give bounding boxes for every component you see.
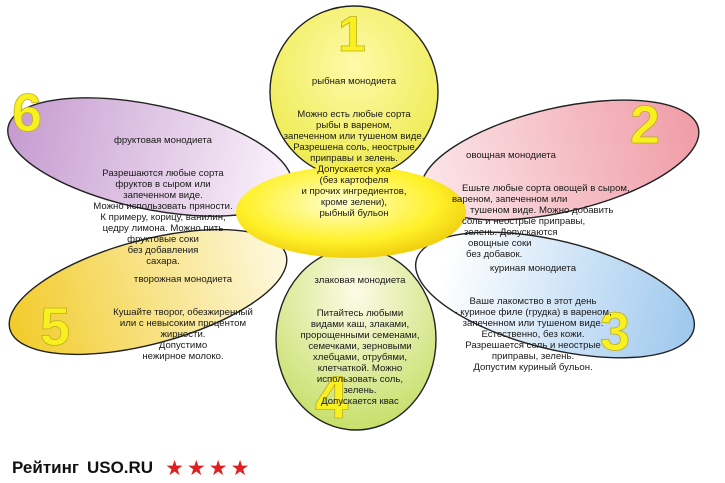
petal-line: фруктовые соки xyxy=(127,234,199,245)
site-name: USO.RU xyxy=(86,458,154,477)
star-icon: ★ xyxy=(230,456,250,480)
petal-line: приправы, зелень. xyxy=(491,351,575,362)
petal-title-3: куриная монодиета xyxy=(489,263,577,274)
petal-line: или с невысоким процентом xyxy=(119,318,247,329)
petal-3 xyxy=(414,231,696,359)
petal-line: К примеру, корицу, ванилин, xyxy=(100,212,226,223)
petal-title-6: фруктовая монодиета xyxy=(114,135,212,146)
petal-line: без добавок. xyxy=(466,249,523,260)
petal-title-1: рыбная монодиета xyxy=(311,76,397,87)
petal-number-3: 3 xyxy=(600,302,630,362)
petal-line: тушеном виде. Можно добавить xyxy=(470,205,614,216)
petal-line: соль и неострые приправы, xyxy=(462,216,586,227)
petal-line: фруктов в сыром или xyxy=(115,179,211,190)
petal-line: хлебцами, отрубями, xyxy=(313,352,407,363)
star-icon: ★ xyxy=(165,456,184,480)
rating-stars: ★ ★ ★ ★ xyxy=(165,458,249,479)
petal-text-6: фруктовая монодиета Разрешаются любые со… xyxy=(58,113,268,289)
petal-line: Допускается уха xyxy=(317,164,391,175)
petal-line: Можно есть любые сорта xyxy=(297,109,411,120)
petal-line: клетчаткой. Можно xyxy=(317,363,403,374)
petal-line: без добавления xyxy=(127,245,199,256)
star-icon: ★ xyxy=(208,456,228,480)
petal-text-3: куриная монодиета Ваше лакомство в этот … xyxy=(418,241,648,395)
petal-line: жирности. xyxy=(160,329,206,340)
petal-line: запеченном виде. xyxy=(123,190,203,201)
petal-line: и прочих ингредиентов, xyxy=(301,186,407,197)
petal-line: семечками, зерновыми xyxy=(308,341,412,352)
petal-line: Ешьте любые сорта овощей в сыром, xyxy=(462,183,630,194)
flower-center xyxy=(236,166,466,258)
petal-lines-3: Ваше лакомство в этот день- куриное филе… xyxy=(418,296,648,373)
petal-line: Кушайте творог, обезжиренный xyxy=(113,307,253,318)
petal-title-4: злаковая монодиета xyxy=(314,275,406,286)
petal-line: Можно использовать пряности. xyxy=(93,201,233,212)
petal-line: использовать соль, xyxy=(316,374,404,385)
petal-number-2: 2 xyxy=(630,95,660,155)
petal-line: зелень. xyxy=(343,385,377,396)
petal-line: Допустим куриный бульон. xyxy=(473,362,593,373)
petal-lines-2: Ешьте любые сорта овощей в сыром,вареном… xyxy=(440,183,660,260)
petal-line: рыбный бульон xyxy=(319,208,389,219)
petal-5 xyxy=(8,228,288,356)
petal-line: зелень. Допускаются xyxy=(464,227,558,238)
petal-line: вареном, запеченном или xyxy=(452,194,568,205)
rating-footer: Рейтинг USO.RU ★ ★ ★ ★ xyxy=(12,456,249,480)
petal-line: (без картофеля xyxy=(319,175,389,186)
star-icon: ★ xyxy=(186,456,206,480)
petal-line: кроме зелени), xyxy=(320,197,388,208)
petal-line: овощные соки xyxy=(468,238,532,249)
petal-line: приправы и зелень. xyxy=(310,153,398,164)
petal-line: Разрешается соль и неострые xyxy=(465,340,601,351)
rating-label: Рейтинг xyxy=(12,458,79,477)
petal-line: запеченном или тушеном виде. xyxy=(283,131,425,142)
petal-line: запеченном или тушеном виде. xyxy=(462,318,604,329)
petal-line: Разрешаются любые сорта xyxy=(102,168,224,179)
petal-line: рыбы в вареном, xyxy=(316,120,392,131)
petal-line: сахара. xyxy=(146,256,180,267)
petal-title-5: творожная монодиета xyxy=(133,274,233,285)
petal-line: видами каш, злаками, xyxy=(310,319,410,330)
petal-title-2: овощная монодиета xyxy=(466,150,556,161)
petal-number-6: 6 xyxy=(12,83,42,143)
petal-line: - куриное филе (грудка) в вареном, xyxy=(454,307,612,318)
petal-line: Естественно, без кожи. xyxy=(481,329,585,340)
petal-number-4: 4 xyxy=(315,364,349,431)
petal-number-5: 5 xyxy=(40,297,70,357)
petal-text-2: овощная монодиета Ешьте любые сорта овощ… xyxy=(440,128,660,282)
petal-line: цедру лимона. Можно пить xyxy=(102,223,224,234)
petal-line: Допустимо xyxy=(158,340,208,351)
petal-text-5: творожная монодиета Кушайте творог, обез… xyxy=(88,252,278,384)
petal-line: Питайтесь любыми xyxy=(316,308,404,319)
petal-line: Разрешена соль, неострые xyxy=(293,142,415,153)
petal-line: Ваше лакомство в этот день xyxy=(469,296,597,307)
petal-line: Допускается квас xyxy=(321,396,399,407)
petal-number-1: 1 xyxy=(338,6,366,62)
petal-line: пророщенными семенами, xyxy=(300,330,420,341)
petal-line: нежирное молоко. xyxy=(142,351,224,362)
